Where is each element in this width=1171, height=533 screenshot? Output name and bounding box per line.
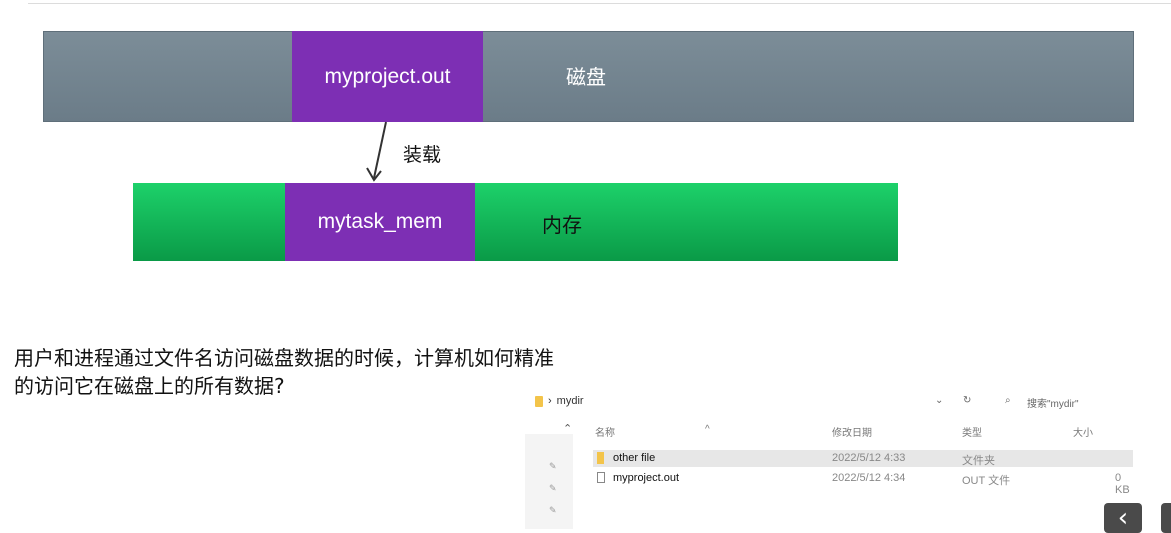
file-icon <box>597 472 605 483</box>
disk-bar <box>43 31 1134 122</box>
pin-icon[interactable]: ✎ <box>549 483 557 493</box>
prev-page-button[interactable]: ‹ <box>1104 503 1142 533</box>
disk-file-label: myproject.out <box>324 64 451 88</box>
memory-task-label: mytask_mem <box>317 210 443 233</box>
file-explorer: › mydir ⌄ ↻ ⌕ 搜索"mydir" ⌃ ✎ ✎ ✎ 名称 ^ 修改日… <box>525 386 1171 529</box>
memory-label: 内存 <box>542 213 582 237</box>
load-label: 装载 <box>403 144 442 166</box>
disk-file-block: myproject.out <box>292 31 483 122</box>
memory-bar <box>133 183 898 261</box>
column-header-type[interactable]: 类型 <box>962 428 982 439</box>
column-header-size[interactable]: 大小 <box>1073 428 1093 439</box>
pin-icon[interactable]: ✎ <box>549 461 557 471</box>
disk-label: 磁盘 <box>566 65 606 89</box>
next-page-button[interactable] <box>1161 503 1171 533</box>
file-name: myproject.out <box>613 472 680 484</box>
file-modified: 2022/5/12 4:33 <box>832 452 906 464</box>
pin-icon[interactable]: ✎ <box>549 505 557 515</box>
file-row-other-file[interactable]: other file 2022/5/12 4:33 文件夹 <box>593 450 1133 467</box>
file-size: 0 KB <box>1115 472 1130 496</box>
question-text: 用户和进程通过文件名访问磁盘数据的时候，计算机如何精准的访问它在磁盘上的所有数据… <box>14 346 554 398</box>
column-header-name[interactable]: 名称 <box>595 428 615 439</box>
load-arrow-icon <box>366 121 387 182</box>
file-type: OUT 文件 <box>962 475 1011 487</box>
address-bar[interactable]: › mydir <box>535 395 584 407</box>
folder-icon <box>597 452 604 464</box>
file-row-myproject[interactable]: myproject.out 2022/5/12 4:34 OUT 文件 0 KB <box>593 470 1133 496</box>
folder-icon <box>535 395 543 407</box>
file-modified: 2022/5/12 4:34 <box>832 472 906 484</box>
file-name: other file <box>613 452 656 464</box>
navigation-pane <box>525 434 573 529</box>
column-header-modified[interactable]: 修改日期 <box>832 428 872 439</box>
path-mydir[interactable]: mydir <box>556 395 584 407</box>
chevron-left-icon: ‹ <box>1117 503 1129 533</box>
memory-task-block: mytask_mem <box>285 183 475 261</box>
top-divider <box>28 3 1171 4</box>
file-type: 文件夹 <box>962 455 995 467</box>
search-icon: ⌕ <box>1005 395 1011 406</box>
collapse-up-icon[interactable]: ⌃ <box>563 423 573 435</box>
refresh-icon[interactable]: ↻ <box>963 395 972 406</box>
search-input[interactable]: 搜索"mydir" <box>1027 399 1079 410</box>
dropdown-chevron-icon[interactable]: ⌄ <box>935 395 944 406</box>
sort-indicator-icon: ^ <box>705 424 710 435</box>
path-separator: › <box>548 395 552 407</box>
